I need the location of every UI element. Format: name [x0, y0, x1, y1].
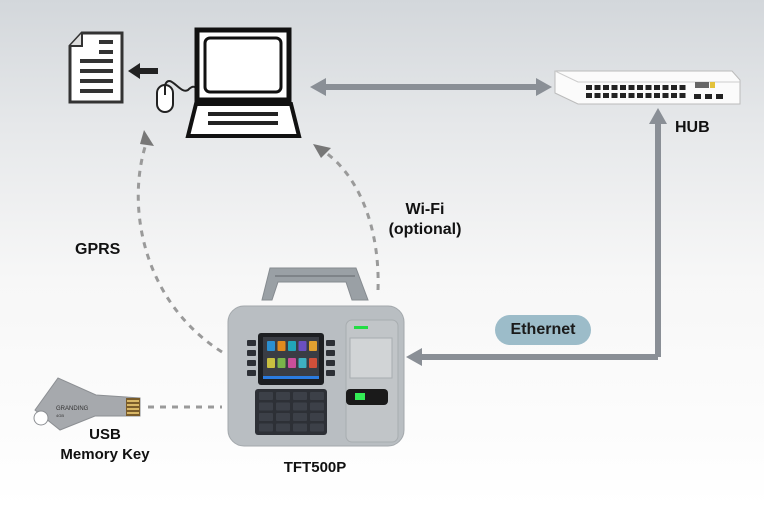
hub-port: [645, 85, 652, 90]
hub-port: [671, 85, 677, 90]
keypad-key[interactable]: [293, 423, 307, 432]
computer-icon: [185, 27, 302, 138]
keypad-key[interactable]: [276, 423, 290, 432]
keypad-key[interactable]: [276, 413, 290, 421]
keypad-key[interactable]: [310, 413, 324, 421]
menu-icon-data: [288, 358, 296, 368]
hub-port: [628, 93, 635, 98]
hub-uplink-port: [694, 94, 701, 99]
keypad: [255, 389, 327, 435]
hub-port: [679, 85, 686, 90]
gprs-arrowhead: [140, 130, 154, 146]
mouse-icon: [156, 80, 198, 113]
hub-icon: [554, 70, 741, 105]
usb-capacity-text: 4GB: [56, 413, 64, 418]
hub-port: [620, 85, 626, 90]
tft500p-device: [227, 267, 405, 447]
hub-port: [586, 85, 592, 90]
side-button[interactable]: [326, 340, 335, 346]
hub-port: [594, 85, 601, 90]
menu-icon-setting: [277, 358, 286, 368]
device-label: TFT500P: [283, 459, 347, 476]
usb-label-line2: Memory Key: [60, 446, 150, 463]
side-button[interactable]: [247, 360, 256, 366]
side-button[interactable]: [247, 340, 256, 346]
usb-key-icon: GRANDING 4GB: [33, 377, 141, 431]
side-button[interactable]: [326, 350, 335, 356]
usb-brand-text: GRANDING: [56, 406, 89, 412]
hub-port: [594, 93, 601, 98]
usb-label: USB Memory Key: [40, 425, 170, 465]
hub-port: [679, 93, 686, 98]
keypad-key[interactable]: [259, 413, 273, 421]
menu-icon-test: [298, 358, 307, 368]
keypad-key[interactable]: [310, 402, 324, 411]
side-button[interactable]: [326, 360, 335, 366]
wifi-link: [321, 148, 380, 291]
wifi-label-line1: Wi-Fi: [405, 201, 445, 218]
hub-port: [628, 85, 635, 90]
keypad-key[interactable]: [276, 392, 290, 400]
hub-port: [611, 93, 618, 98]
keypad-key[interactable]: [310, 392, 324, 400]
usb-label-line1: USB: [89, 426, 121, 443]
keypad-key[interactable]: [293, 392, 307, 400]
hub-uplink-port: [716, 94, 723, 99]
hub-port: [662, 85, 669, 90]
side-button[interactable]: [247, 350, 256, 356]
menu-icon-comm: [298, 341, 307, 351]
gprs-link: [136, 137, 223, 354]
keypad-key[interactable]: [276, 402, 290, 411]
wifi-label-line2: (optional): [388, 221, 462, 238]
hub-port: [637, 85, 643, 90]
status-led: [354, 326, 368, 329]
hub-label: HUB: [675, 119, 710, 136]
keypad-key[interactable]: [293, 413, 307, 421]
keypad-key[interactable]: [259, 402, 273, 411]
menu-icon-attend: [309, 341, 317, 351]
menu-icon-shift: [288, 341, 296, 351]
hub-port: [671, 93, 677, 98]
keypad-key[interactable]: [293, 402, 307, 411]
hub-port: [603, 93, 609, 98]
gprs-label: GPRS: [75, 241, 121, 258]
hub-port: [654, 93, 660, 98]
document-icon: [68, 31, 124, 104]
hub-port: [603, 85, 609, 90]
wifi-label: Wi-Fi (optional): [380, 200, 470, 240]
arrow-left-icon: [128, 63, 158, 79]
hub-port: [645, 93, 652, 98]
hub-port: [611, 85, 618, 90]
side-button[interactable]: [247, 370, 256, 376]
ethernet-label: Ethernet: [495, 315, 591, 345]
keypad-key[interactable]: [310, 423, 324, 432]
hub-uplink-port: [705, 94, 712, 99]
fingerprint-sensor: [346, 389, 388, 405]
hub-port: [586, 93, 592, 98]
wifi-arrowhead: [313, 144, 331, 158]
menu-icon-report: [267, 358, 275, 368]
hub-port: [654, 85, 660, 90]
menu-icon-info: [309, 358, 317, 368]
computer-hub-link: [310, 78, 552, 96]
side-button[interactable]: [326, 370, 335, 376]
hub-port: [637, 93, 643, 98]
hub-port: [662, 93, 669, 98]
hub-port: [620, 93, 626, 98]
menu-icon-user: [267, 341, 275, 351]
menu-icon-dept: [277, 341, 286, 351]
keypad-key[interactable]: [259, 392, 273, 400]
ethernet-link: [406, 108, 667, 366]
keypad-key[interactable]: [259, 423, 273, 432]
